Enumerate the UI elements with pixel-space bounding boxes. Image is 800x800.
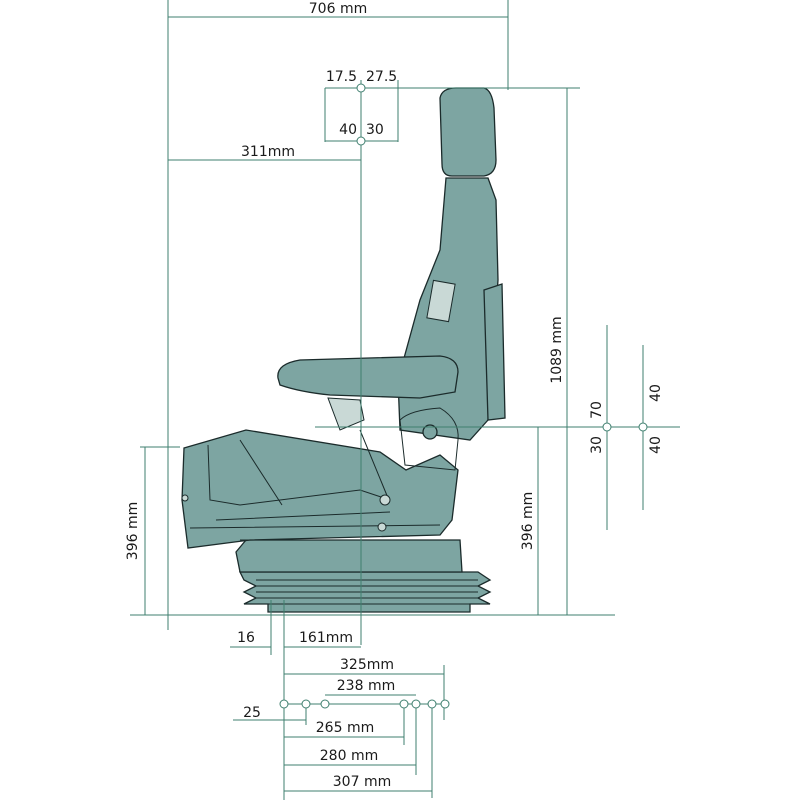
seat-height-right-label: 396 mm: [520, 492, 536, 550]
cushion: [181, 429, 459, 549]
rail-238-label: 238 mm: [337, 678, 395, 694]
front-to-center-label: 311mm: [241, 144, 295, 160]
offset-16-label: 16: [237, 630, 255, 646]
overall-width-label: 706 mm: [309, 1, 367, 17]
rail-307-label: 307 mm: [333, 774, 391, 790]
rail-325-label: 325mm: [340, 657, 394, 673]
back-panel: [483, 283, 506, 421]
offset-161-label: 161mm: [299, 630, 353, 646]
seat-height-left-label: 396 mm: [125, 502, 141, 560]
adj-down-label: 30: [589, 436, 605, 454]
armrest: [277, 355, 459, 399]
lumbar-label: [426, 279, 456, 323]
adj-up-label: 70: [589, 401, 605, 419]
rail-265-label: 265 mm: [316, 720, 374, 736]
head-fore2-label: 40: [339, 122, 357, 138]
head-fore-label: 17.5: [326, 69, 357, 85]
headrest: [439, 87, 497, 177]
susp-up-label: 40: [648, 384, 664, 402]
seat-illustration: [181, 87, 506, 613]
head-aft2-label: 30: [366, 122, 384, 138]
rail-280-label: 280 mm: [320, 748, 378, 764]
overall-height-label: 1089 mm: [549, 316, 565, 383]
rail-25-label: 25: [243, 705, 261, 721]
dimension-lines: [130, 0, 680, 800]
susp-down-label: 40: [648, 436, 664, 454]
suspension-base: [235, 539, 463, 573]
head-aft-label: 27.5: [366, 69, 397, 85]
